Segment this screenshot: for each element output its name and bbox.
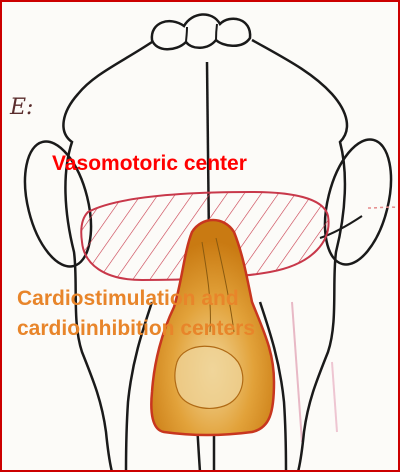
vasomotor-center-label: Vasomotoric center bbox=[52, 152, 247, 176]
dashed-pointer bbox=[368, 207, 400, 208]
handwritten-mark: E: bbox=[9, 95, 33, 120]
colliculi-divider bbox=[216, 24, 217, 40]
cardio-centers-core bbox=[175, 346, 243, 408]
cardio-centers-label: Cardiostimulation and cardioinhibition c… bbox=[17, 284, 255, 344]
right-peduncle-oval bbox=[313, 133, 400, 272]
stray-pink-line bbox=[332, 362, 337, 432]
stray-pink-line bbox=[292, 302, 302, 442]
colliculi-outline bbox=[152, 14, 250, 49]
colliculi-divider bbox=[186, 27, 187, 42]
cardio-label-line-1: Cardiostimulation and bbox=[17, 284, 255, 314]
cardio-label-line-2: cardioinhibition centers bbox=[17, 314, 255, 344]
